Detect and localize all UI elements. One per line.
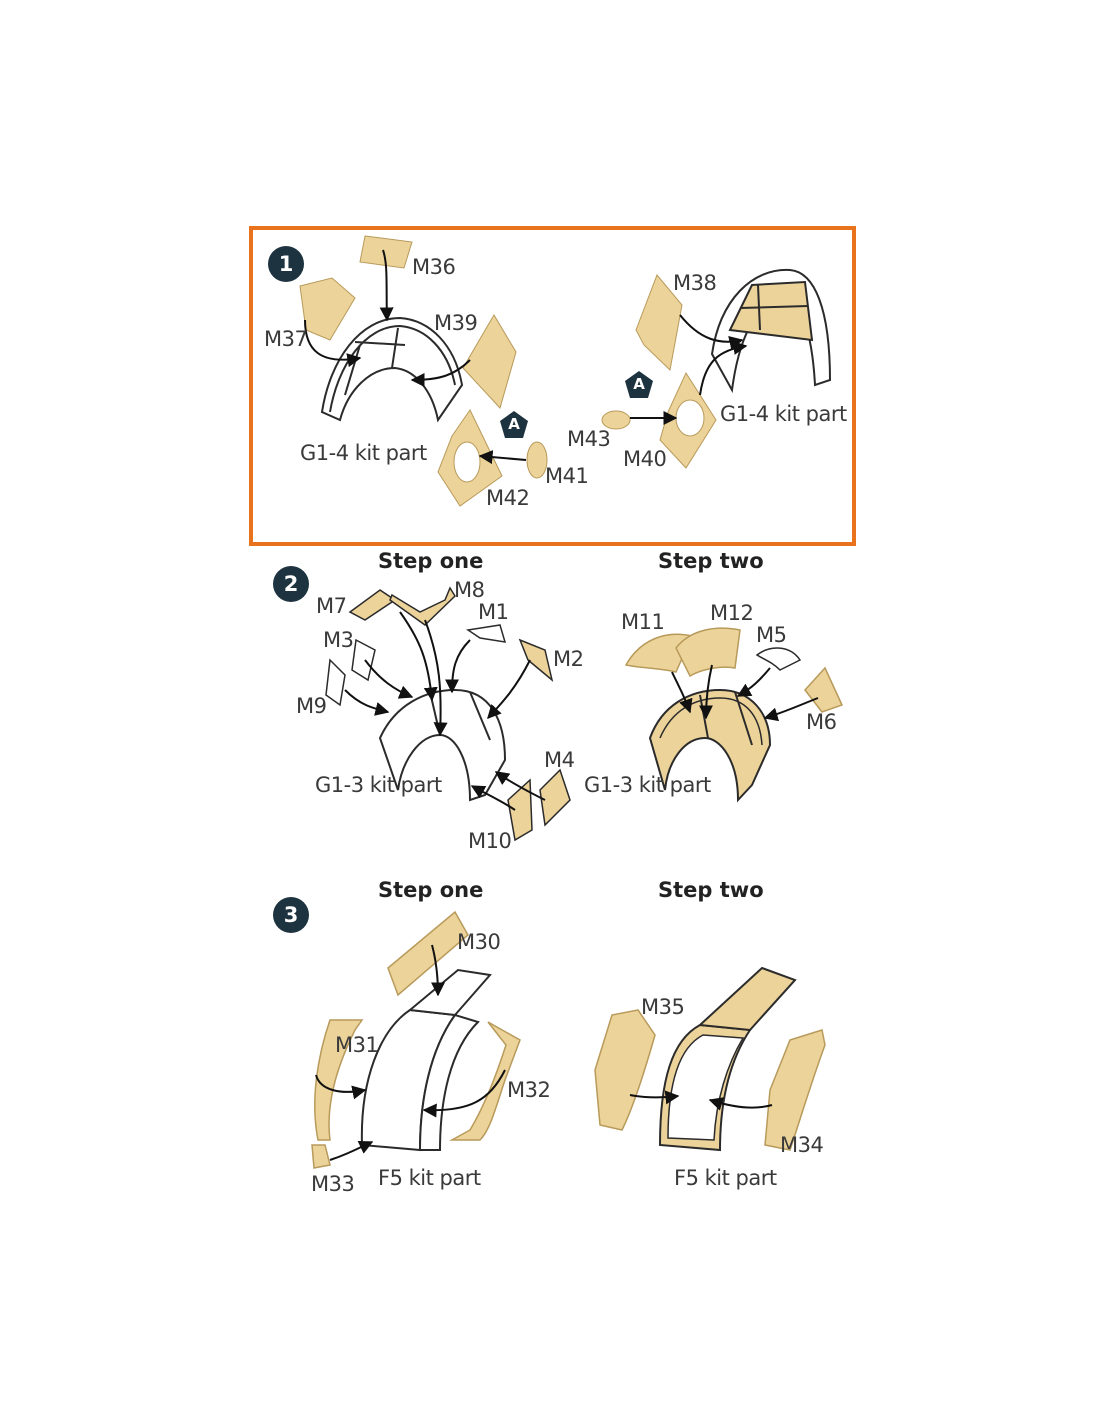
- label-m38: M38: [673, 271, 717, 295]
- label-m36: M36: [412, 255, 456, 279]
- label-m41: M41: [545, 464, 589, 488]
- arrows-section-1-right: [630, 314, 748, 425]
- canopy-frame-g1-3-right: [648, 688, 772, 803]
- marker-a-right: A: [624, 370, 654, 400]
- step-number-badge-3: 3: [273, 897, 309, 933]
- label-m1: M1: [478, 600, 509, 624]
- label-m8: M8: [454, 578, 485, 602]
- label-m37: M37: [264, 327, 308, 351]
- label-m31: M31: [335, 1033, 379, 1057]
- masks-section-3-left: [311, 910, 521, 1169]
- label-m9: M9: [296, 694, 327, 718]
- mask-m43: [601, 410, 631, 430]
- masks-section-2-left: [325, 586, 571, 842]
- label-m34: M34: [780, 1133, 824, 1157]
- step-number-badge-1: 1: [268, 246, 304, 282]
- masks-section-3-right: [594, 1009, 826, 1151]
- canopy-frame-left: [320, 316, 464, 423]
- mask-m38: [635, 274, 683, 372]
- label-m5: M5: [756, 623, 787, 647]
- label-m11: M11: [621, 610, 665, 634]
- windscreen-frame-f5-left: [360, 968, 492, 1152]
- label-kit-g1-4-right: G1-4 kit part: [720, 402, 847, 426]
- section-3-step-one-heading: Step one: [378, 878, 484, 902]
- label-m4: M4: [544, 748, 575, 772]
- arrows-section-2-right: [671, 664, 819, 722]
- canopy-frame-right: [710, 268, 832, 394]
- label-m39: M39: [434, 311, 478, 335]
- label-m3: M3: [323, 628, 354, 652]
- label-m42: M42: [486, 486, 530, 510]
- marker-a-right-text: A: [633, 375, 645, 393]
- masks-section-2-right: [624, 627, 844, 713]
- label-m43: M43: [567, 427, 611, 451]
- arrows-section-1-left: [304, 249, 527, 465]
- windscreen-frame-f5-right: [658, 966, 797, 1152]
- label-kit-g1-3-right: G1-3 kit part: [584, 773, 711, 797]
- label-m7: M7: [316, 594, 347, 618]
- label-m2: M2: [553, 647, 584, 671]
- label-kit-f5-right: F5 kit part: [674, 1166, 777, 1190]
- label-m12: M12: [710, 601, 754, 625]
- label-m10: M10: [468, 829, 512, 853]
- label-m35: M35: [641, 995, 685, 1019]
- mask-m42: [437, 409, 503, 507]
- section-2-step-two-heading: Step two: [658, 549, 764, 573]
- step-number-badge-2: 2: [273, 566, 309, 602]
- section-3-step-two-heading: Step two: [658, 878, 764, 902]
- section-2-step-one-heading: Step one: [378, 549, 484, 573]
- label-m30: M30: [457, 930, 501, 954]
- mask-m41: [526, 441, 548, 479]
- mask-m36: [359, 235, 413, 269]
- marker-a-left-text: A: [508, 415, 520, 433]
- mask-m39: [462, 314, 517, 409]
- label-m33: M33: [311, 1172, 355, 1196]
- label-kit-g1-3-left: G1-3 kit part: [315, 773, 442, 797]
- arrows-section-2-left: [344, 611, 546, 811]
- arrows-section-3-right: [629, 1090, 773, 1111]
- arrows-section-3-left: [315, 944, 506, 1161]
- marker-a-left: A: [499, 410, 529, 440]
- mask-m40: [659, 371, 717, 469]
- label-kit-f5-left: F5 kit part: [378, 1166, 481, 1190]
- label-m32: M32: [507, 1078, 551, 1102]
- label-m6: M6: [806, 710, 837, 734]
- mask-m37: [299, 277, 356, 341]
- label-kit-g1-4-left: G1-4 kit part: [300, 441, 427, 465]
- label-m40: M40: [623, 447, 667, 471]
